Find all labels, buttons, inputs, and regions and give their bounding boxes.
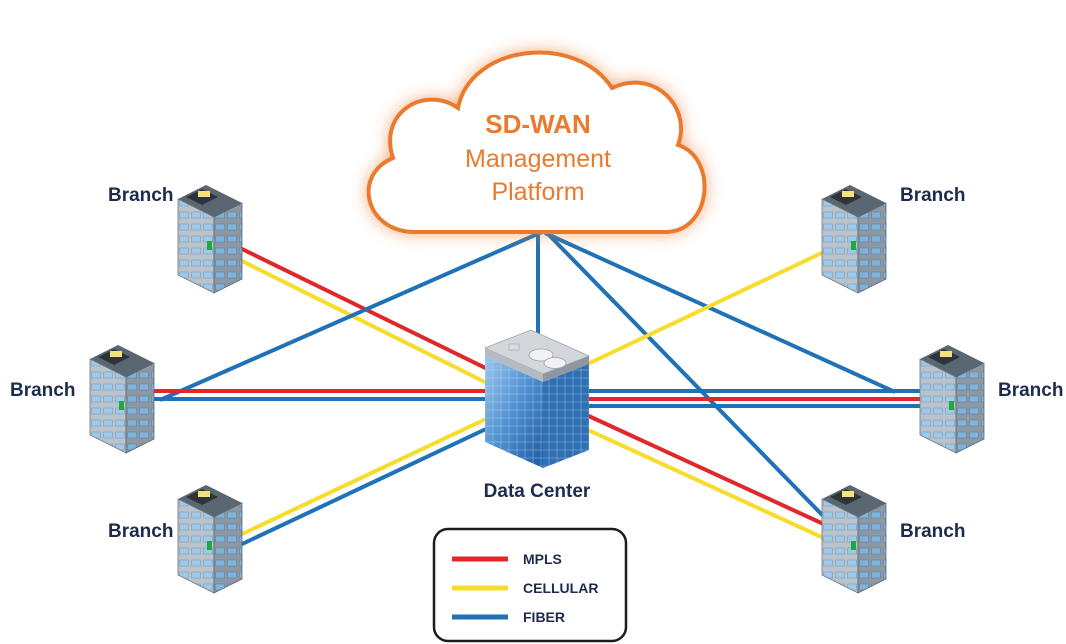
cellular-link-bottom-left [239,408,506,537]
mpls-link-bottom-right [579,410,831,529]
connection-lines [150,230,925,547]
data-center-building [483,329,591,468]
node-labels: Branch Branch Branch Branch Branch Branc… [10,185,1063,542]
branch-building-top-left [177,185,243,294]
branch-building-bottom-left [177,485,243,594]
branch-building-mid-right [919,345,985,454]
fiber-link-mid-left-to-cloud [159,230,543,402]
branch-label-top-left: Branch [108,185,173,206]
branch-label-top-right: Branch [900,185,965,206]
fiber-link-bottom-left [239,418,506,547]
cellular-link-top-left [239,258,506,394]
branch-label-bottom-right: Branch [900,521,965,542]
branch-building-mid-left [89,345,155,454]
cloud-platform: SD-WAN Management Platform [366,50,707,234]
cloud-shape [366,50,707,234]
mpls-link-top-left [239,246,511,382]
cloud-title: SD-WAN [485,109,590,139]
branch-label-mid-right: Branch [998,380,1063,401]
cellular-link-top-right [574,248,829,372]
branch-building-bottom-right [821,485,887,594]
cellular-link-bottom-right [574,422,829,542]
legend-label-cellular: CELLULAR [523,580,598,596]
data-center-label: Data Center [484,481,591,502]
branch-label-mid-left: Branch [10,380,75,401]
legend: MPLS CELLULAR FIBER [432,527,628,643]
cloud-line-1: Management [465,145,611,173]
legend-label-mpls: MPLS [523,551,562,567]
fiber-link-cloud-to-mid-right [544,231,896,394]
legend-label-fiber: FIBER [523,609,565,625]
branch-label-bottom-left: Branch [108,521,173,542]
fiber-link-cloud-to-bottom-right [546,232,834,527]
cloud-line-2: Platform [491,178,584,206]
branch-building-top-right [821,185,887,294]
